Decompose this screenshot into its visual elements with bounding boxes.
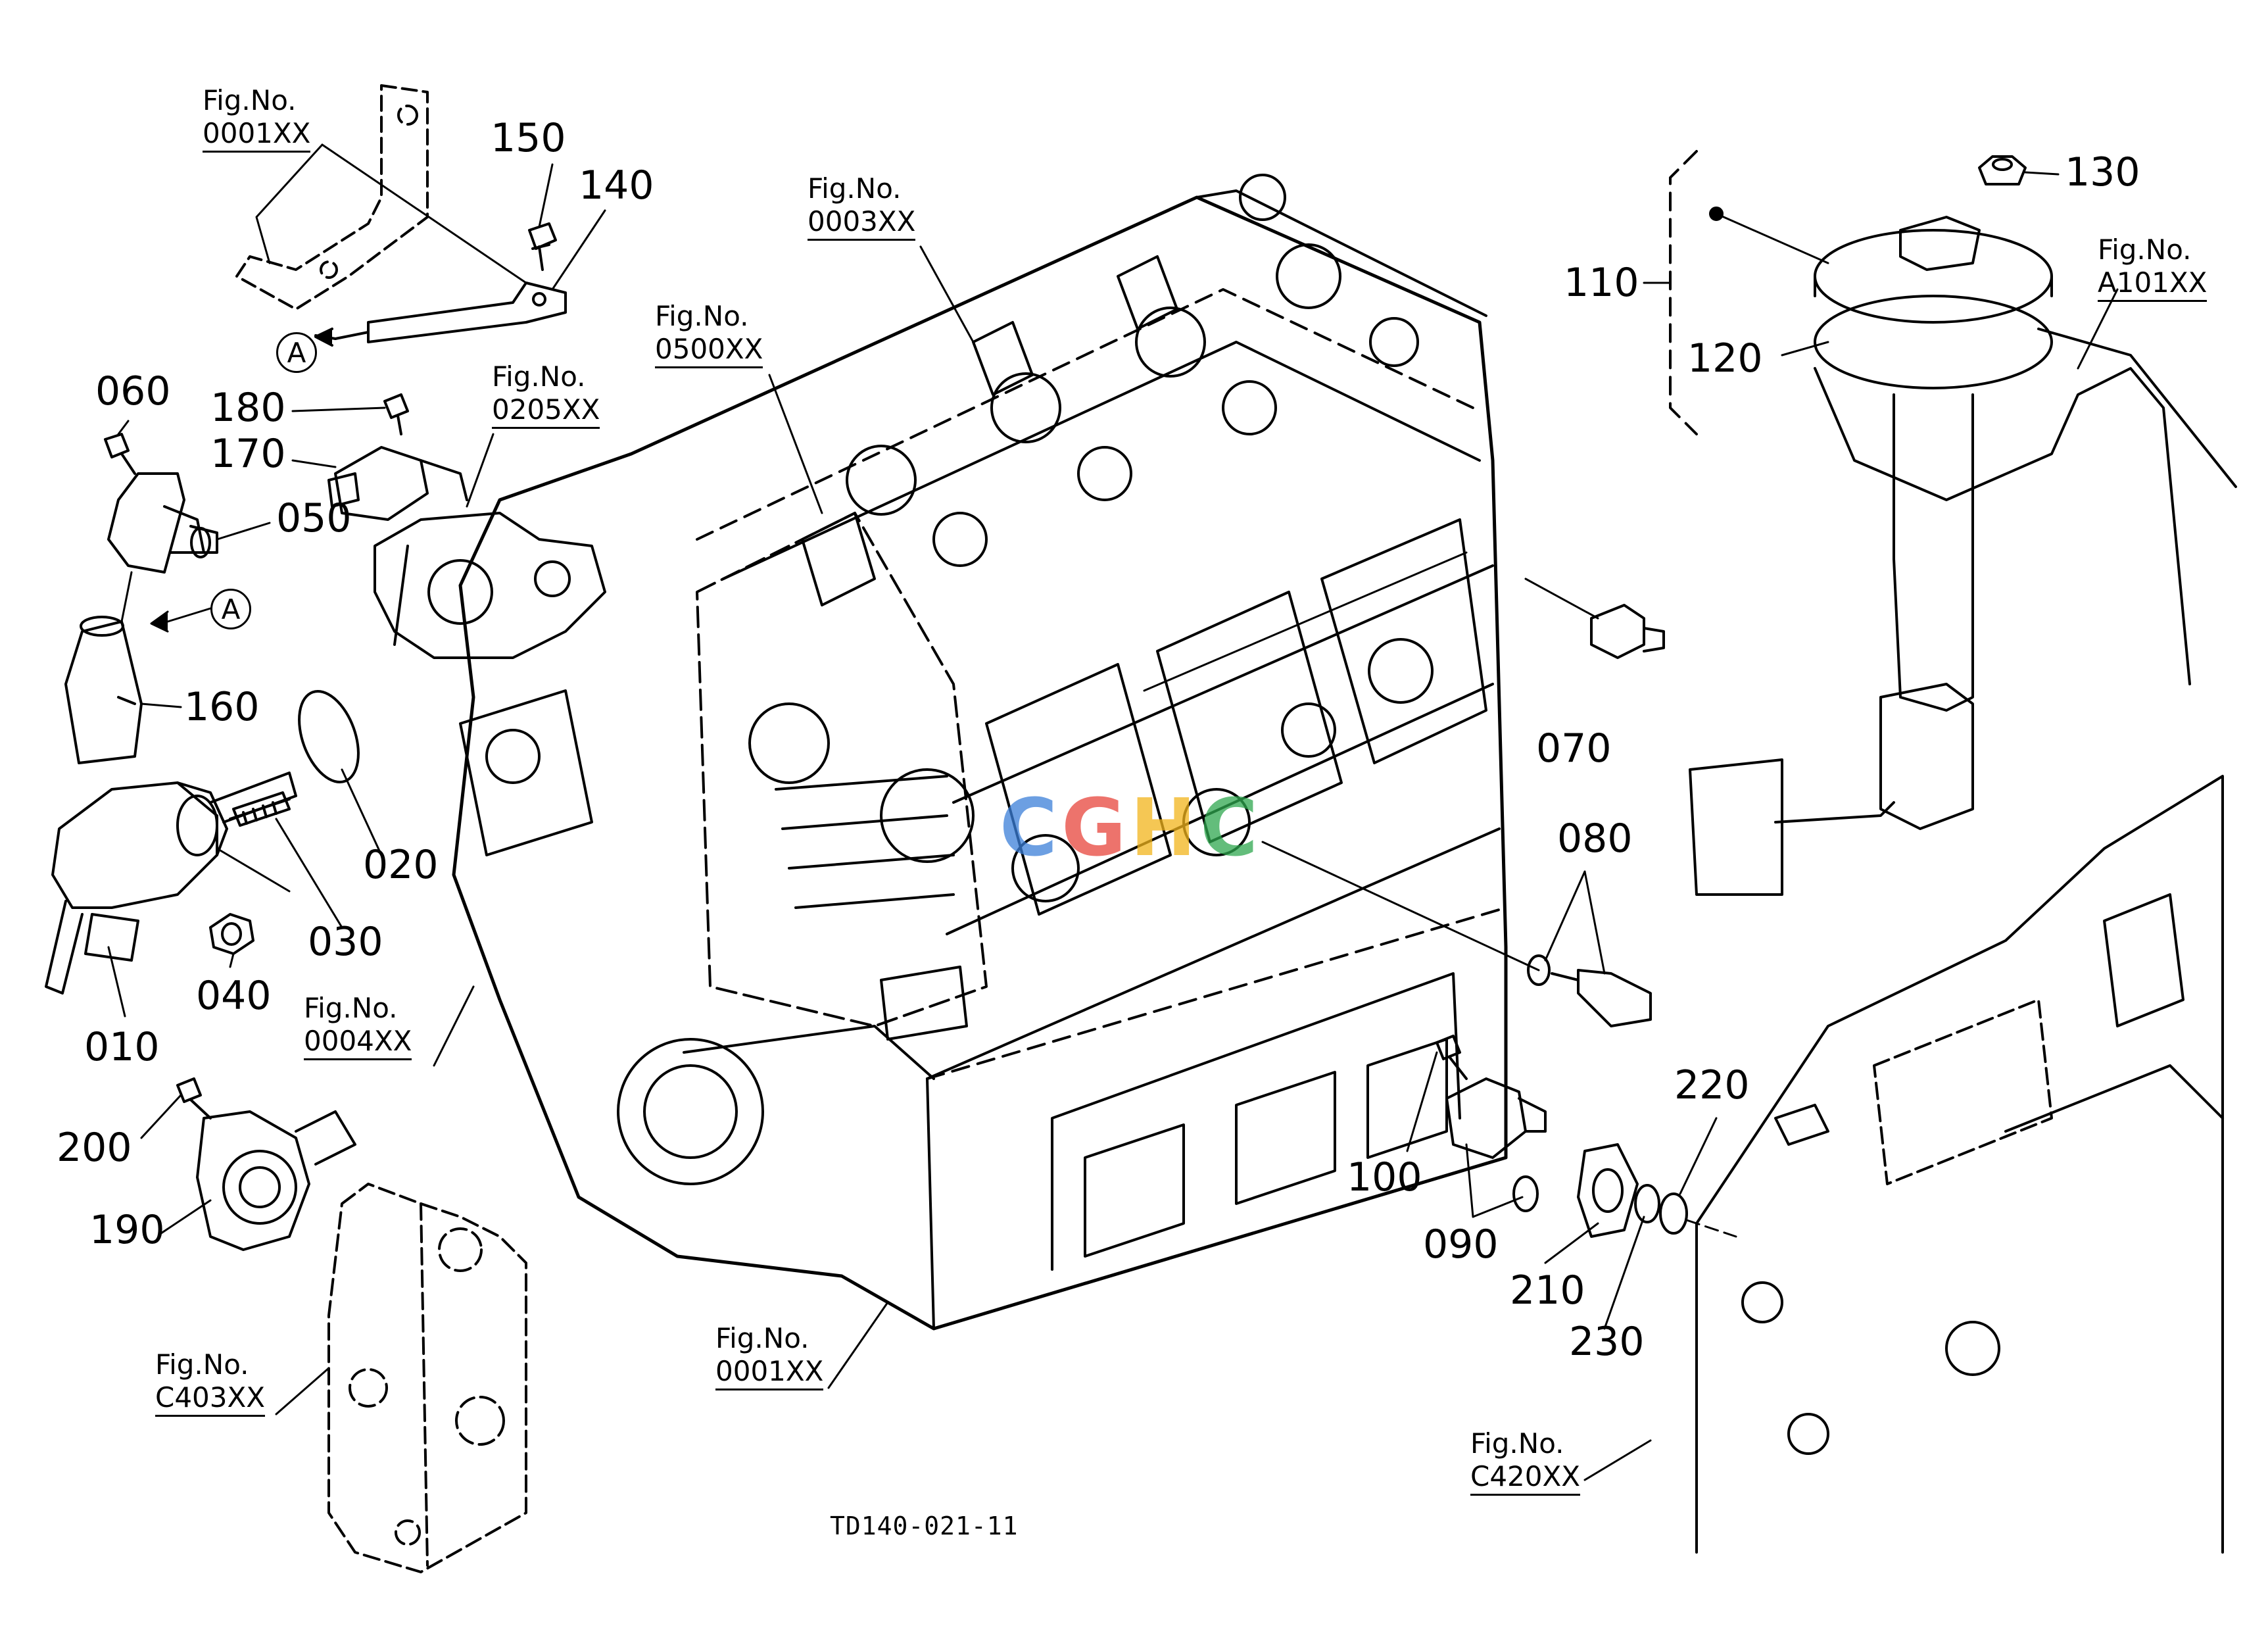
part-170-actuator <box>327 446 468 521</box>
part-030-stud <box>232 791 291 827</box>
bracket-top-left <box>235 84 429 310</box>
part-label-180: 180 <box>210 385 286 431</box>
part-label-120: 120 <box>1687 335 1763 381</box>
fig-number: 0001XX <box>203 117 311 153</box>
part-130-nut <box>1978 155 2027 185</box>
part-label-090: 090 <box>1423 1221 1499 1267</box>
lead-wire-dot <box>1709 207 1724 221</box>
part-label-200: 200 <box>57 1125 132 1171</box>
fig-ref-0205xx: Fig.No. 0205XX <box>492 360 600 430</box>
fig-ref-a101xx: Fig.No. A101XX <box>2098 234 2208 303</box>
part-label-190: 190 <box>89 1207 165 1253</box>
fig-prefix: Fig.No. <box>715 1322 809 1354</box>
fig-prefix: Fig.No. <box>203 84 297 116</box>
part-label-220: 220 <box>1674 1062 1750 1108</box>
fig-number: 0205XX <box>492 393 600 430</box>
part-label-210: 210 <box>1510 1267 1585 1314</box>
part-label-010: 010 <box>84 1024 160 1070</box>
fig-number: C403XX <box>155 1381 266 1417</box>
reference-marker-a-left: A <box>210 589 251 629</box>
part-180-bolt <box>383 393 409 435</box>
watermark-letter: G <box>1061 783 1126 874</box>
fig-number: 0001XX <box>715 1355 824 1391</box>
fig-number: 0003XX <box>808 205 916 241</box>
fig-ref-0004xx: Fig.No. 0004XX <box>304 992 412 1061</box>
part-label-150: 150 <box>491 115 566 161</box>
fig-prefix: Fig.No. <box>2098 234 2192 266</box>
fig-ref-0001xx-bottom: Fig.No. 0001XX <box>715 1322 824 1391</box>
fig-prefix: Fig.No. <box>304 992 398 1024</box>
part-220-oring <box>1659 1192 1688 1235</box>
part-050-sensor <box>107 472 218 574</box>
fig-ref-c403xx: Fig.No. C403XX <box>155 1348 266 1417</box>
fig-number: C420XX <box>1470 1460 1581 1496</box>
fig-ref-c420xx: Fig.No. C420XX <box>1470 1427 1581 1496</box>
part-label-100: 100 <box>1347 1154 1422 1200</box>
part-230-oring <box>1634 1184 1660 1223</box>
part-label-050: 050 <box>276 495 352 541</box>
part-080-sensor <box>1527 954 1652 1027</box>
part-label-170: 170 <box>210 431 286 477</box>
part-label-130: 130 <box>2065 149 2140 195</box>
drawing-code: TD140-021-11 <box>830 1512 1019 1540</box>
bracket-110 <box>1669 150 1698 435</box>
fig-number: 0500XX <box>655 333 763 369</box>
watermark-letter: C <box>1200 783 1259 874</box>
fig-ref-0001xx-top: Fig.No. 0001XX <box>203 84 311 153</box>
part-070-switch <box>1590 604 1665 659</box>
fig-prefix: Fig.No. <box>155 1348 249 1381</box>
fig-number: 0004XX <box>304 1025 412 1061</box>
part-label-110: 110 <box>1564 260 1639 306</box>
watermark-logo: C G H C <box>1000 789 1289 868</box>
fig-ref-0003xx: Fig.No. 0003XX <box>808 172 916 241</box>
part-150-bolt <box>528 222 557 271</box>
fig-prefix: Fig.No. <box>808 172 902 205</box>
part-label-080: 080 <box>1557 816 1633 862</box>
leader-lines <box>107 143 2119 1481</box>
part-label-060: 060 <box>95 368 171 414</box>
part-100-bolt <box>1436 1035 1468 1080</box>
part-020-oring <box>298 689 360 784</box>
fig-number: A101XX <box>2098 266 2208 303</box>
watermark-letter: H <box>1130 783 1197 874</box>
part-160-sleeve <box>64 616 143 764</box>
watermark-letter: C <box>1000 783 1058 874</box>
tank-a101xx <box>1814 328 2237 685</box>
part-190-sensor <box>196 1110 356 1251</box>
reference-marker-a-top: A <box>276 332 317 373</box>
fig-prefix: Fig.No. <box>655 300 749 332</box>
part-040-nut <box>209 913 254 955</box>
part-label-040: 040 <box>196 973 272 1019</box>
part-label-070: 070 <box>1536 725 1612 772</box>
part-010-solenoid <box>45 772 297 995</box>
fig-ref-0500xx: Fig.No. 0500XX <box>655 300 763 369</box>
part-120-sender <box>1689 216 2053 896</box>
part-060-bolt <box>104 433 136 475</box>
part-label-030: 030 <box>308 919 383 965</box>
housing-c420xx <box>1695 775 2224 1554</box>
part-210-gasket <box>1577 1143 1639 1238</box>
fig-prefix: Fig.No. <box>492 360 586 393</box>
part-label-160: 160 <box>184 684 260 730</box>
part-label-230: 230 <box>1569 1319 1645 1365</box>
part-090-sensor <box>1445 1077 1547 1212</box>
part-label-140: 140 <box>579 162 654 209</box>
fig-prefix: Fig.No. <box>1470 1427 1564 1460</box>
pump-c403xx <box>327 1183 527 1573</box>
part-label-020: 020 <box>363 842 439 888</box>
part-200-bolt <box>176 1077 212 1119</box>
part-140-bracket <box>314 282 567 347</box>
housing-0205xx <box>374 512 606 659</box>
